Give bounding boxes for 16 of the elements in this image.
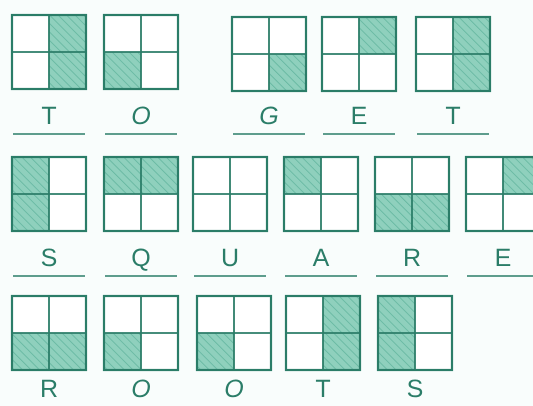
letter: O (224, 377, 244, 402)
letter: R (40, 377, 58, 402)
letter: O (131, 377, 151, 402)
letter: E (494, 246, 512, 271)
letter: T (315, 377, 331, 402)
letter: R (402, 246, 422, 271)
letter: T (445, 104, 461, 129)
letter: U (220, 246, 240, 271)
letter: S (406, 377, 424, 402)
letter: A (312, 246, 330, 271)
letter: Q (131, 246, 151, 271)
letter: O (131, 104, 151, 129)
letter: G (259, 104, 279, 129)
letter: E (350, 104, 368, 129)
letter: T (41, 104, 57, 129)
letter: S (40, 246, 58, 271)
